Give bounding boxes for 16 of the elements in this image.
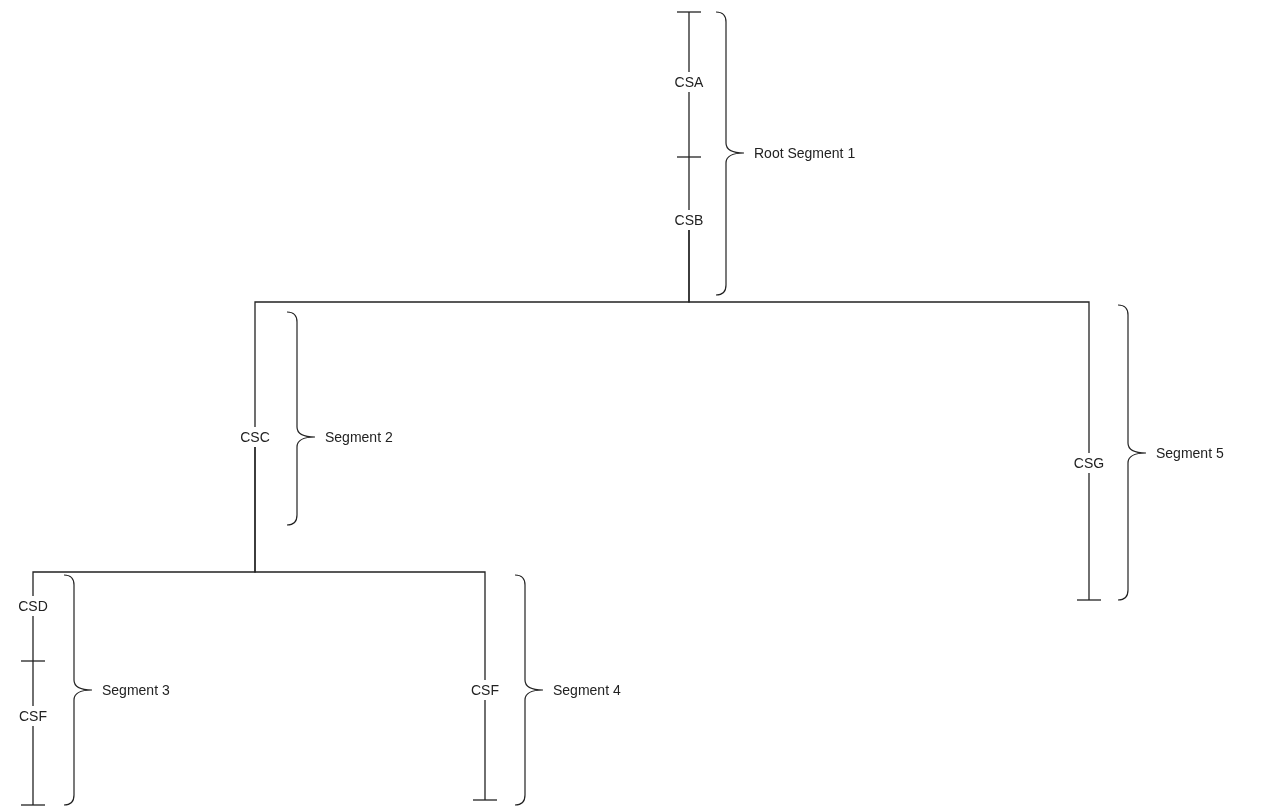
connector-line	[688, 229, 1090, 454]
component-label: CSG	[1073, 455, 1105, 471]
component-label: CSD	[18, 598, 48, 614]
segment-label: Segment 2	[325, 429, 393, 445]
component-label: CSC	[240, 429, 270, 445]
component-label: CSF	[19, 708, 47, 724]
segment-label: Segment 3	[102, 682, 170, 698]
component-label: CSA	[674, 74, 704, 90]
segment-label: Segment 4	[553, 682, 621, 698]
connector-line	[32, 615, 34, 707]
connector-line	[254, 446, 486, 681]
segment-label: Segment 5	[1156, 445, 1224, 461]
segment-label: Root Segment 1	[754, 145, 856, 161]
component-label: CSF	[471, 682, 499, 698]
component-label: CSB	[674, 212, 704, 228]
connector-line	[688, 91, 690, 211]
